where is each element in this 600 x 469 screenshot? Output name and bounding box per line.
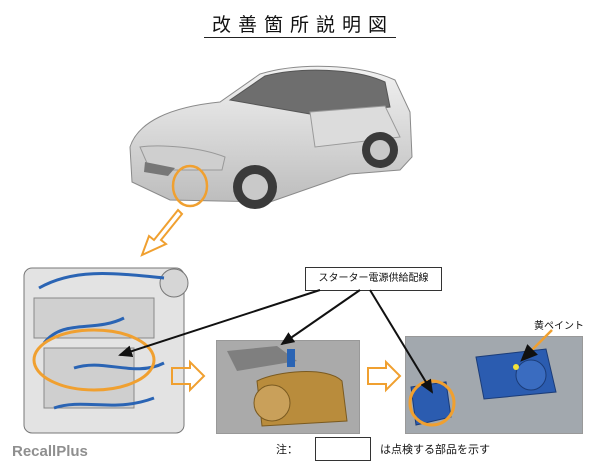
starter-photo — [216, 340, 360, 434]
yellow-paint-label: 黄ペイント — [534, 321, 584, 332]
callout-label: スターター電源供給配線 — [305, 267, 442, 291]
note-text: は点検する部品を示す — [380, 443, 490, 456]
engine-illustration — [23, 267, 189, 434]
arrow-right-icon-2 — [367, 359, 402, 393]
starter-closeup-photo — [405, 336, 583, 434]
car-highlight-circle — [171, 164, 209, 208]
yellow-paint-mark — [513, 364, 519, 370]
note-prefix: 注： — [276, 443, 298, 456]
note-legend-box — [315, 437, 371, 461]
watermark: RecallPlus — [12, 443, 88, 460]
car-illustration — [129, 65, 413, 209]
engine-highlight-oval — [32, 328, 156, 392]
page-title: 改善箇所説明図 — [0, 10, 600, 38]
